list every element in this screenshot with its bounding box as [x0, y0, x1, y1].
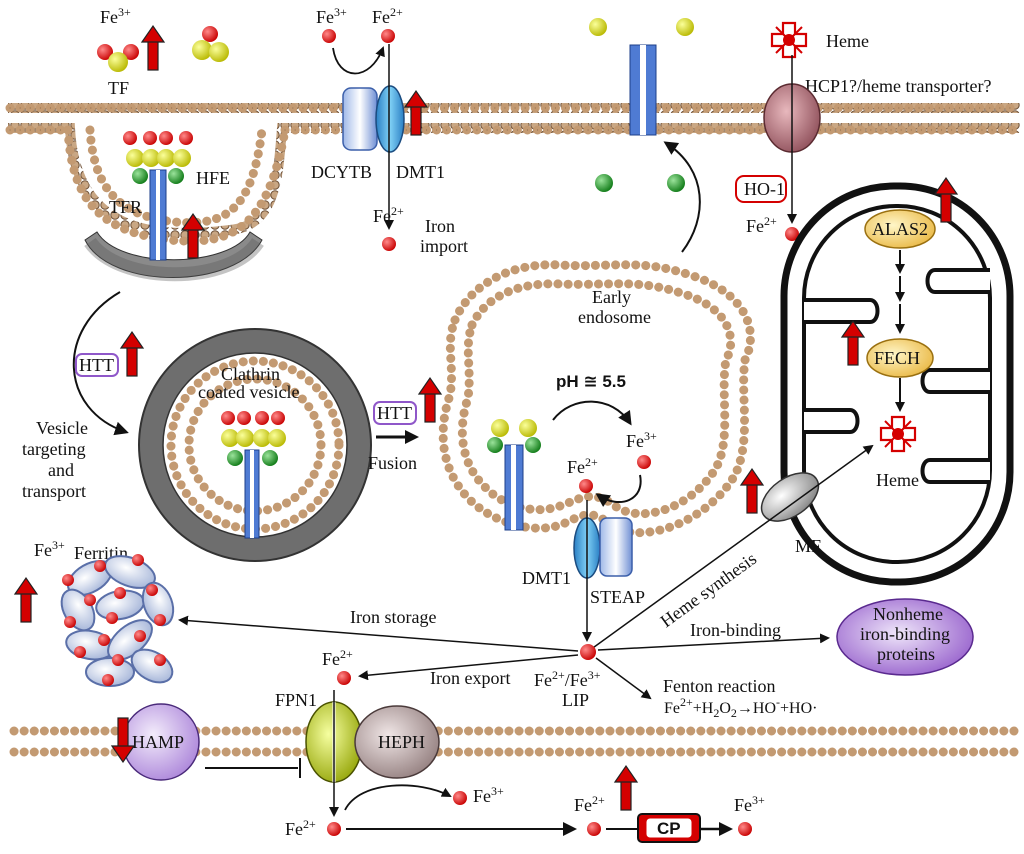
lip-label: LIP: [562, 690, 589, 710]
clathrin-label-2: coated vesicle: [198, 382, 299, 402]
htt-box-mid: HTT: [373, 401, 417, 425]
mitoferrin-transporter: [760, 472, 820, 522]
svg-text:HTT: HTT: [79, 355, 114, 375]
fe3-label-tf: Fe3+: [100, 5, 131, 27]
fe3-label-heph: Fe3+: [473, 784, 504, 806]
lip-iron: [580, 644, 596, 660]
iron-import-label-1: Iron: [425, 216, 455, 236]
iron-storage-label: Iron storage: [350, 607, 436, 627]
fech-enzyme: FECH: [866, 338, 934, 378]
dmt1-top-transporter: [375, 85, 405, 153]
steap-label: STEAP: [590, 587, 645, 607]
svg-text:HAMP: HAMP: [132, 732, 184, 752]
early-endosome-label-1: Early: [592, 287, 631, 307]
membrane-channel: [629, 44, 657, 136]
svg-text:FECH: FECH: [874, 348, 920, 368]
transferrin-free-2: [192, 26, 229, 62]
tfr-receptor: [123, 131, 193, 261]
cp-box: CP: [637, 813, 701, 843]
nonheme-iron-binding-proteins: Nonheme iron-binding proteins: [836, 598, 974, 676]
vesicle-label-3: and: [48, 460, 74, 480]
fpn1-label: FPN1: [275, 690, 317, 710]
heme-top-icon: [770, 21, 808, 59]
htt-box-left: HTT: [75, 353, 119, 377]
svg-text:HEPH: HEPH: [378, 732, 425, 752]
clathrin-label-1: Clathrin: [221, 364, 280, 384]
svg-text:Nonheme: Nonheme: [873, 604, 943, 624]
htt-mid-up-arrow: [418, 377, 442, 423]
heme-mito-label: Heme: [876, 470, 919, 490]
fe2-label-cp: Fe2+: [574, 793, 605, 815]
hcp1-label: HCP1?/heme transporter?: [805, 76, 991, 96]
heme-mito-icon: [879, 415, 917, 453]
fe3-label-cp: Fe3+: [734, 793, 765, 815]
early-endosome: [438, 260, 755, 538]
clathrin-pit: [84, 231, 264, 282]
fe2-label-import: Fe2+: [373, 204, 404, 226]
tfr-label: TFR: [109, 197, 142, 217]
lip-fe-label: Fe2+/Fe3+: [534, 668, 601, 690]
dmt1-top-label: DMT1: [396, 162, 445, 182]
mf-label: MF: [795, 536, 821, 556]
fe2-label-endosome: Fe2+: [567, 455, 598, 477]
svg-text:proteins: proteins: [877, 644, 935, 664]
dmt1-endosome-label: DMT1: [522, 568, 571, 588]
mf-up-arrow: [740, 468, 764, 514]
svg-text:HTT: HTT: [377, 403, 412, 423]
fe2-label-fpn: Fe2+: [322, 647, 353, 669]
iron-binding-label: Iron-binding: [690, 620, 781, 640]
htt-left-up-arrow: [120, 331, 144, 377]
fenton-label: Fenton reaction: [663, 676, 775, 696]
clathrin-coated-vesicle: [138, 328, 372, 562]
vesicle-label-2: targeting: [22, 439, 86, 459]
fe3-label-dcytb: Fe3+: [316, 5, 347, 27]
svg-text:CP: CP: [657, 819, 681, 838]
steap-transporter: [599, 517, 633, 577]
alas2-enzyme: ALAS2: [864, 209, 936, 249]
hamp-inhibition: [205, 758, 301, 778]
ho1-box: HO-1: [735, 175, 787, 203]
dcytb-label: DCYTB: [311, 162, 372, 182]
vesicle-label-1: Vesicle: [36, 418, 88, 438]
transferrin-free-1: [97, 44, 139, 72]
fe2-label-bottom: Fe2+: [285, 817, 316, 839]
tf-label: TF: [108, 78, 129, 98]
early-endosome-label-2: endosome: [578, 307, 651, 327]
ferritin-iron: [62, 554, 166, 686]
tfr-endosome: [487, 419, 541, 531]
svg-text:ALAS2: ALAS2: [872, 219, 928, 239]
fe2-label-heme: Fe2+: [746, 214, 777, 236]
hamp-protein: HAMP: [122, 703, 200, 781]
dcytb-transporter: [342, 87, 378, 151]
heph-protein: HEPH: [354, 705, 440, 779]
fe3-label-ferritin: Fe3+: [34, 538, 65, 560]
iron-export-label: Iron export: [430, 668, 510, 688]
mitochondrion: [780, 182, 1014, 586]
svg-text:iron-binding: iron-binding: [860, 624, 950, 644]
hfe-label: HFE: [196, 168, 230, 188]
hamp-down-arrow: [110, 717, 136, 764]
heme-top-label: Heme: [826, 31, 869, 51]
ph-label: pH ≅ 5.5: [556, 372, 626, 391]
fusion-label: Fusion: [368, 453, 417, 473]
vesicle-label-4: transport: [22, 481, 86, 501]
svg-text:HO-1: HO-1: [744, 179, 785, 199]
ferritin-up-arrow: [14, 577, 38, 623]
cp-up-arrow: [614, 765, 638, 811]
fe2-label-dcytb: Fe2+: [372, 5, 403, 27]
fe3-label-endosome: Fe3+: [626, 429, 657, 451]
tf-up-arrow: [141, 25, 165, 71]
iron-import-label-2: import: [420, 236, 468, 256]
fenton-equation: Fe2++H2O2→HO-+HO·: [664, 695, 818, 720]
